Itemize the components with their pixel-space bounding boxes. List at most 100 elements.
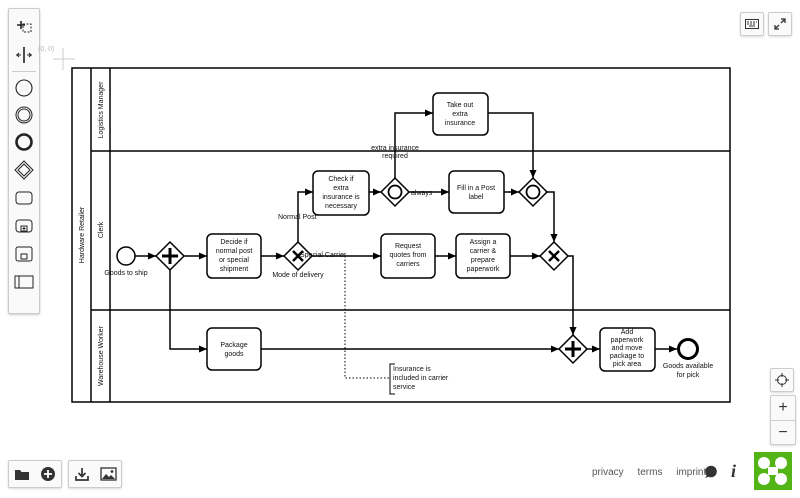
sequence-flows — [135, 109, 677, 353]
parallel-split-gateway[interactable] — [154, 240, 186, 272]
gateway-icon[interactable] — [12, 158, 36, 182]
task-take-out-insurance[interactable]: Take out extra insurance — [432, 92, 489, 136]
end-event-label: Goods available — [663, 363, 713, 370]
svg-text:label: label — [469, 194, 484, 201]
svg-text:included in carrier: included in carrier — [393, 375, 449, 382]
svg-text:service: service — [393, 384, 415, 391]
flow-exclusive-to-join — [568, 255, 577, 335]
annotation-line: included in carrier — [393, 375, 449, 382]
svg-text:Check if: Check if — [328, 176, 353, 183]
parallel-join-gateway[interactable] — [557, 333, 589, 365]
flow-insurance-to-merge — [488, 112, 537, 178]
imprint-link[interactable]: imprint — [676, 467, 707, 478]
svg-text:carriers: carriers — [396, 261, 420, 268]
svg-text:Package: Package — [220, 342, 247, 349]
svg-text:carrier &: carrier & — [470, 248, 497, 255]
collapsed-pool-icon[interactable] — [12, 242, 36, 266]
lane-label-warehouse: Warehouse Worker — [98, 325, 105, 386]
svg-text:package to: package to — [610, 353, 644, 360]
origin-crosshair — [53, 48, 75, 70]
mode-of-delivery-gateway[interactable]: Mode of delivery — [272, 240, 324, 279]
download-icon[interactable] — [69, 461, 95, 487]
inclusive-merge-gateway[interactable] — [517, 176, 549, 208]
svg-text:Take out: Take out — [447, 102, 474, 109]
svg-text:Fill in a Post: Fill in a Post — [457, 185, 495, 192]
flow-label-always: always — [411, 190, 433, 197]
start-event-label: Goods to ship — [104, 270, 147, 277]
lane-warehouse-worker[interactable]: Warehouse Worker — [98, 325, 105, 386]
svg-text:shipment: shipment — [220, 266, 248, 273]
flow-normal-post — [297, 188, 313, 242]
gateway-label-mode: Mode of delivery — [272, 272, 324, 279]
svg-text:extra: extra — [333, 185, 349, 192]
svg-text:extra: extra — [452, 111, 468, 118]
svg-text:insurance is: insurance is — [322, 194, 360, 201]
fullscreen-icon[interactable] — [768, 12, 792, 36]
svg-text:necessary: necessary — [325, 203, 357, 210]
flow-label-special-carrier: Special Carrier — [300, 252, 347, 259]
bpmn-logo[interactable] — [754, 452, 792, 490]
end-event[interactable]: Goods available for pick — [663, 338, 713, 380]
svg-text:paperwork: paperwork — [611, 337, 644, 344]
reset-view-icon[interactable] — [770, 368, 794, 392]
start-event[interactable]: Goods to ship — [104, 246, 148, 277]
file-button-group — [8, 460, 62, 488]
canvas-origin-label: (0, 0) — [38, 46, 55, 53]
task-icon[interactable] — [12, 186, 36, 210]
zoom-out-button[interactable]: − — [778, 424, 788, 441]
zoom-in-button[interactable]: + — [778, 399, 788, 416]
gateway-label-extra: extra insurance — [371, 145, 419, 152]
exclusive-merge-gateway[interactable] — [538, 240, 570, 272]
export-button-group — [68, 460, 122, 488]
flow-merge-to-exclusive — [547, 191, 558, 242]
flow-split-to-package — [169, 270, 207, 353]
terms-link[interactable]: terms — [637, 467, 663, 478]
comment-icon[interactable] — [704, 465, 718, 484]
task-add-paperwork[interactable]: Add paperwork and move package to pick a… — [599, 327, 656, 372]
svg-text:Assign a: Assign a — [470, 239, 497, 246]
svg-text:or special: or special — [219, 257, 249, 264]
pool-icon[interactable] — [12, 270, 36, 294]
text-annotation[interactable]: Insurance is included in carrier service — [389, 363, 449, 395]
extra-insurance-gateway[interactable]: extra insurance required — [371, 145, 419, 208]
task-fill-post-label[interactable]: Fill in a Post label — [448, 170, 505, 214]
svg-text:pick area: pick area — [613, 361, 642, 368]
footer-links: privacy terms imprint — [592, 467, 717, 478]
image-export-icon[interactable] — [95, 461, 121, 487]
task-assign-carrier[interactable]: Assign a carrier & prepare paperwork — [455, 233, 511, 279]
new-diagram-icon[interactable] — [35, 461, 61, 487]
end-event-label: for pick — [677, 372, 700, 379]
lane-clerk[interactable]: Clerk — [91, 221, 730, 311]
lane-logistics-manager[interactable]: Logistics Manager — [91, 68, 730, 402]
task-package-goods[interactable]: Package goods — [206, 327, 262, 371]
svg-text:normal post: normal post — [216, 248, 253, 255]
space-tool-icon[interactable] — [12, 43, 36, 67]
svg-text:insurance: insurance — [445, 120, 475, 127]
annotation-association — [344, 256, 389, 379]
task-decide-post-type[interactable]: Decide if normal post or special shipmen… — [206, 233, 262, 279]
lasso-icon[interactable] — [12, 13, 36, 37]
tool-palette — [8, 8, 40, 314]
lane-label-logistics: Logistics Manager — [98, 81, 105, 138]
keyboard-icon[interactable] — [740, 12, 764, 36]
start-event-icon[interactable] — [12, 76, 36, 100]
privacy-link[interactable]: privacy — [592, 467, 624, 478]
svg-text:Add: Add — [621, 329, 634, 336]
svg-text:paperwork: paperwork — [467, 266, 500, 273]
svg-text:and move: and move — [612, 345, 643, 352]
svg-text:Decide if: Decide if — [220, 239, 247, 246]
open-folder-icon[interactable] — [9, 461, 35, 487]
flow-extra-insurance — [394, 109, 433, 178]
subprocess-icon[interactable] — [12, 214, 36, 238]
task-request-quotes[interactable]: Request quotes from carriers — [380, 233, 436, 279]
lane-label-clerk: Clerk — [98, 221, 105, 238]
info-icon[interactable]: i — [731, 461, 737, 481]
end-event-icon[interactable] — [12, 130, 36, 154]
svg-text:prepare: prepare — [471, 257, 495, 264]
intermediate-event-icon[interactable] — [12, 103, 36, 127]
svg-text:Insurance is: Insurance is — [393, 366, 431, 373]
task-check-insurance[interactable]: Check if extra insurance is necessary — [312, 170, 370, 216]
gateway-label-extra: required — [382, 153, 408, 160]
svg-text:goods: goods — [224, 351, 244, 358]
